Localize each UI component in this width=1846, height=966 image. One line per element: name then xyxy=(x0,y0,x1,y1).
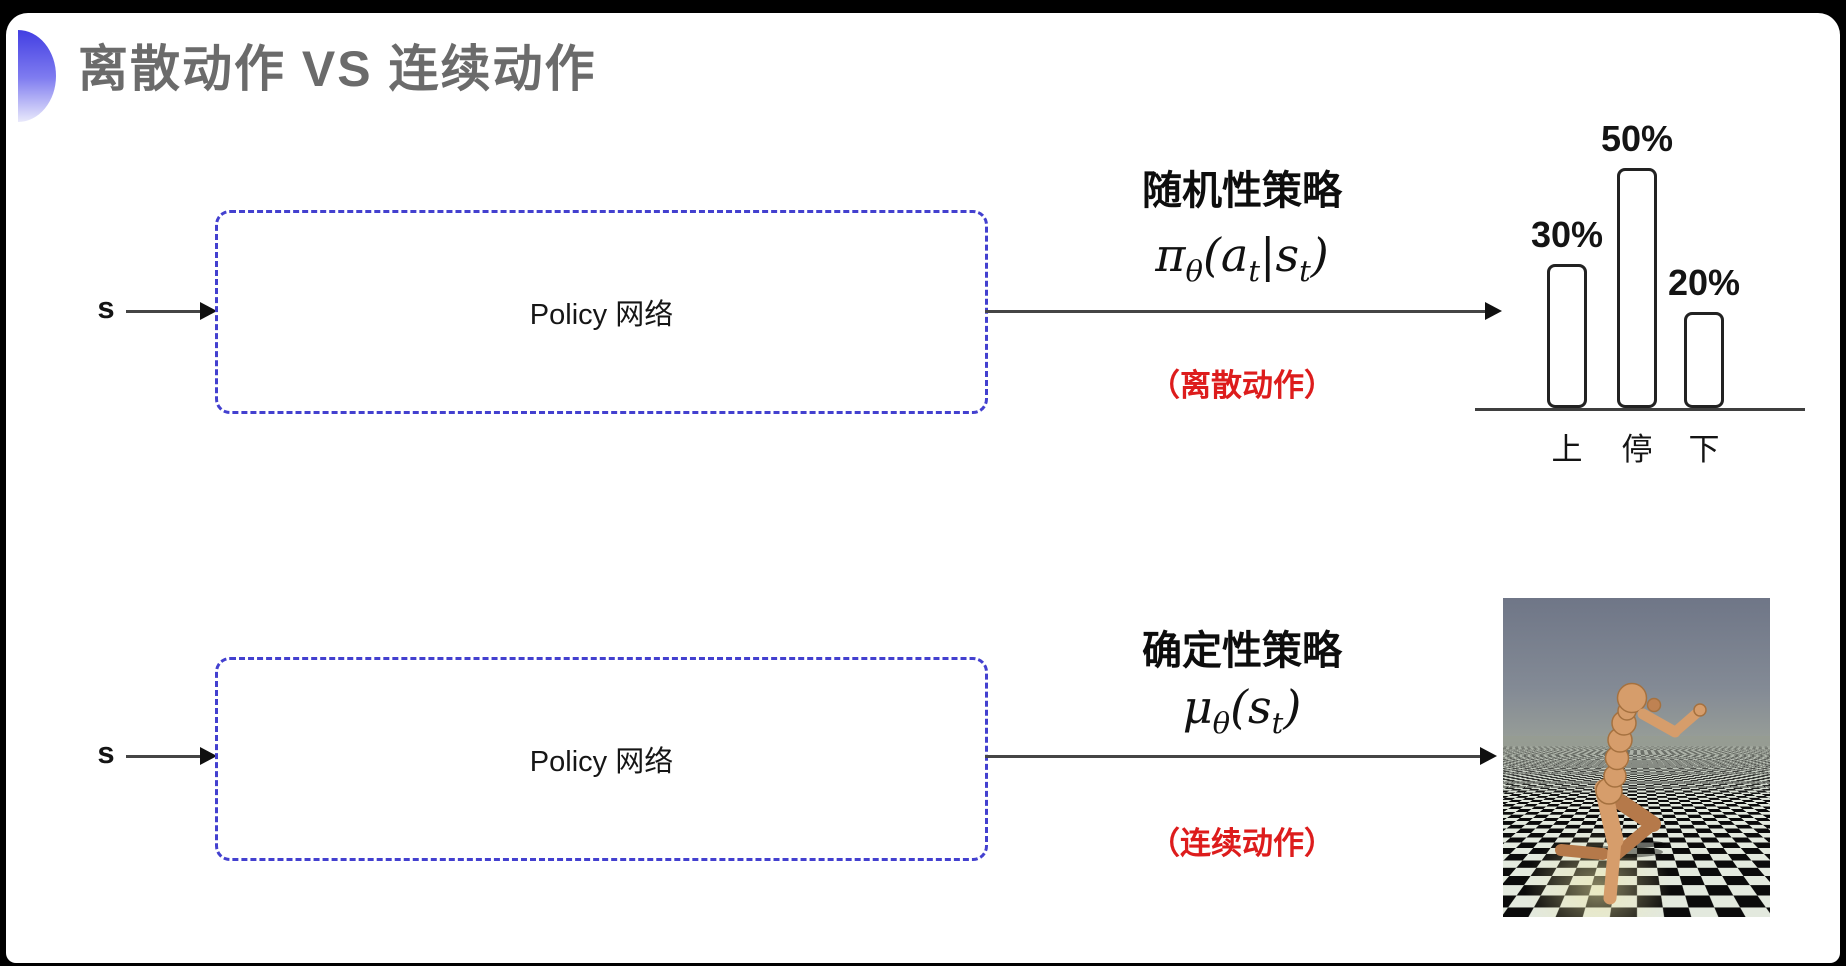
page-title: 离散动作 VS 连续动作 xyxy=(78,41,597,97)
formula-symbol: π xyxy=(1155,228,1186,282)
input-arrowhead-bottom-icon xyxy=(200,747,217,765)
output-arrow-bottom xyxy=(985,755,1480,758)
formula-subscript: θ xyxy=(1212,706,1231,740)
bar-category-label: 上 xyxy=(1551,432,1583,467)
policy-network-label-top: Policy 网络 xyxy=(529,299,674,331)
humanoid-figure xyxy=(1555,682,1707,905)
formula-symbol: μ xyxy=(1182,680,1213,734)
policy-network-box-top: Policy 网络 xyxy=(215,210,988,414)
bar-value-label: 20% xyxy=(1667,262,1741,303)
output-arrowhead-top-icon xyxy=(1485,302,1502,320)
policy-name-deterministic: 确定性策略 xyxy=(1142,629,1342,673)
action-probability-chart: 30% 上 50% 停 20% 下 xyxy=(1475,95,1820,475)
formula-deterministic: μθ(st) xyxy=(1042,680,1442,740)
bar-value-label: 30% xyxy=(1530,214,1604,255)
caption-discrete-action: （离散动作） xyxy=(1149,368,1335,403)
humanoid-simulation-image xyxy=(1503,598,1770,917)
formula-part: ) xyxy=(1310,228,1329,282)
chart-baseline xyxy=(1475,408,1805,411)
state-label-bottom: s xyxy=(97,735,115,770)
input-arrow-top xyxy=(126,310,202,313)
formula-subscript: t xyxy=(1248,254,1260,288)
chart-bar xyxy=(1684,312,1724,408)
formula-part: (a xyxy=(1202,228,1249,282)
input-arrowhead-top-icon xyxy=(200,302,217,320)
bar-category-label: 下 xyxy=(1688,432,1720,467)
formula-part: |s xyxy=(1260,228,1300,282)
output-arrowhead-bottom-icon xyxy=(1480,747,1497,765)
state-label-top: s xyxy=(97,290,115,325)
chart-bar xyxy=(1617,168,1657,408)
bar-value-label: 50% xyxy=(1600,118,1674,159)
policy-network-label-bottom: Policy 网络 xyxy=(529,746,674,778)
formula-subscript: t xyxy=(1299,254,1311,288)
chart-bar xyxy=(1547,264,1587,408)
policy-network-box-bottom: Policy 网络 xyxy=(215,657,988,861)
output-arrow-top xyxy=(985,310,1485,313)
caption-continuous-action: （连续动作） xyxy=(1149,826,1335,861)
formula-part: ) xyxy=(1283,680,1302,734)
formula-stochastic: πθ(at|st) xyxy=(1042,228,1442,288)
bar-category-label: 停 xyxy=(1621,432,1653,467)
input-arrow-bottom xyxy=(126,755,202,758)
formula-subscript: t xyxy=(1271,706,1284,740)
policy-name-stochastic: 随机性策略 xyxy=(1142,169,1342,213)
scene-horizon-haze xyxy=(1503,736,1770,798)
formula-subscript: θ xyxy=(1185,254,1203,288)
scene-floor-reflection xyxy=(1518,822,1678,917)
formula-part: (s xyxy=(1230,680,1272,734)
